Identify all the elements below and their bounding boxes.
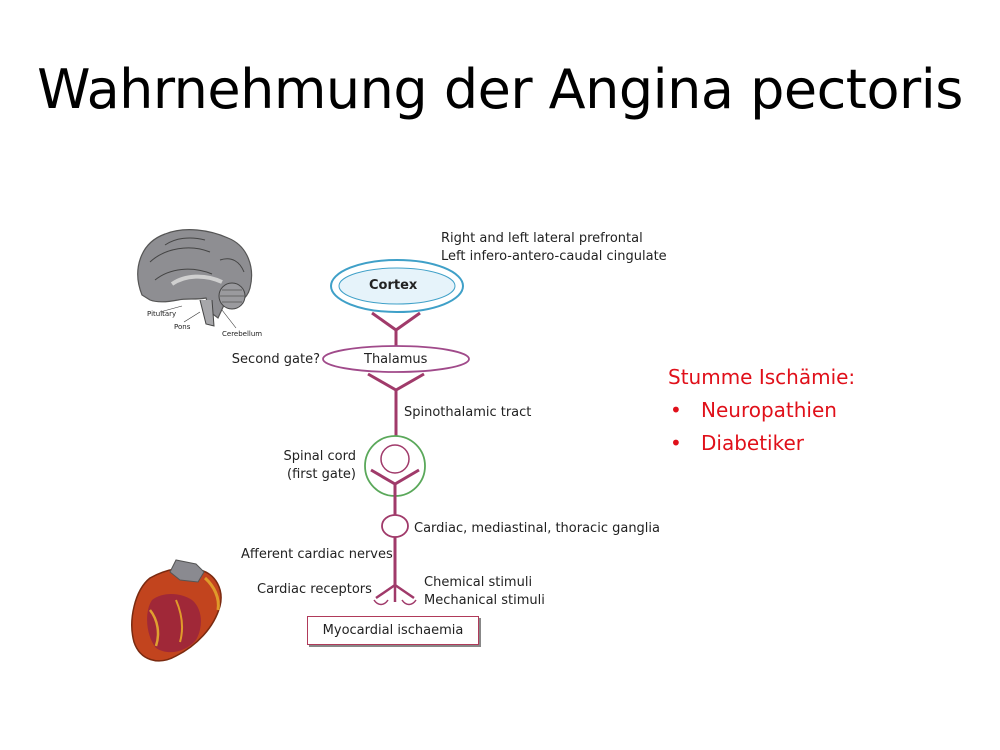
ischaemia-box: Myocardial ischaemia: [307, 616, 479, 645]
cortex-region-line1: Right and left lateral prefrontal: [441, 231, 643, 246]
brain-label-cerebellum: Cerebellum: [222, 330, 262, 338]
cortex-label: Cortex: [369, 278, 418, 293]
spinal-cord-label-line2: (first gate): [287, 467, 356, 482]
spinal-cord-branch: [370, 468, 420, 515]
brain-label-pons: Pons: [174, 323, 191, 331]
cortex-inner-ellipse: [338, 267, 456, 305]
note-item: Diabetiker: [668, 427, 855, 460]
receptors-label: Cardiac receptors: [257, 582, 372, 597]
spinal-cord-label-line1: Spinal cord: [283, 449, 356, 464]
brain-label-pituitary: Pituitary: [147, 310, 176, 318]
thalamus-label: Thalamus: [364, 352, 428, 367]
spinothalamic-label: Spinothalamic tract: [404, 405, 532, 420]
receptor-endings: [373, 599, 417, 606]
heart-illustration: [131, 559, 222, 662]
cortex-region-line2: Left infero-antero-caudal cingulate: [441, 249, 667, 264]
second-gate-label: Second gate?: [231, 352, 320, 367]
ganglion-ellipse: [381, 514, 409, 538]
ganglia-label: Cardiac, mediastinal, thoracic ganglia: [414, 521, 660, 536]
receptor-fork: [375, 583, 415, 602]
note-list: Neuropathien Diabetiker: [668, 394, 855, 460]
mechanical-stimuli-label: Mechanical stimuli: [424, 593, 545, 608]
afferent-label: Afferent cardiac nerves: [241, 547, 393, 562]
thalamus-ellipse: [322, 345, 470, 373]
brain-illustration: Pituitary Pons Cerebellum: [137, 229, 262, 338]
note-item: Neuropathien: [668, 394, 855, 427]
silent-ischemia-note: Stumme Ischämie: Neuropathien Diabetiker: [668, 361, 855, 460]
spinal-cord-inner-circle: [380, 444, 410, 474]
slide-title: Wahrnehmung der Angina pectoris: [37, 58, 963, 121]
cortex-branch: [371, 311, 421, 349]
note-heading: Stumme Ischämie:: [668, 365, 856, 389]
chemical-stimuli-label: Chemical stimuli: [424, 575, 533, 590]
thalamus-branch: [367, 372, 425, 392]
